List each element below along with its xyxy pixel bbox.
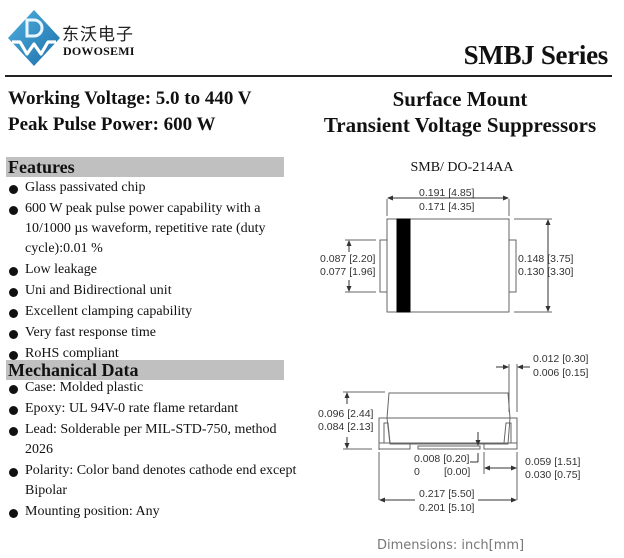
tab-width-max: 0.087 [2.20] — [320, 253, 376, 265]
header-divider — [5, 75, 612, 77]
lead-length-max: 0.059 [1.51] — [525, 456, 581, 468]
top-length-max: 0.191 [4.85] — [419, 187, 475, 199]
list-item: Lead: Solderable per MIL-STD-750, method… — [8, 420, 298, 460]
bullet-icon — [9, 309, 18, 318]
dw-logo-icon — [8, 10, 60, 66]
bullet-icon — [9, 185, 18, 194]
bullet-icon — [9, 267, 18, 276]
bullet-icon — [9, 330, 18, 339]
overall-length-min: 0.201 [5.10] — [419, 502, 475, 514]
bullet-icon — [9, 206, 18, 215]
mechanical-heading-bar: Mechanical Data — [6, 360, 284, 380]
list-item: Polarity: Color band denotes cathode end… — [8, 461, 298, 501]
product-title-line2: Transient Voltage Suppressors — [323, 113, 597, 137]
bullet-icon — [9, 288, 18, 297]
mechanical-heading: Mechanical Data — [8, 360, 139, 380]
height-min: 0.084 [2.13] — [318, 421, 374, 433]
dimensions-units-note: Dimensions: inch[mm] — [377, 538, 524, 553]
working-voltage: Working Voltage: 5.0 to 440 V — [8, 88, 252, 109]
logo-english-name: DOWOSEMI — [63, 44, 135, 58]
logo-chinese-name: 东沃电子 — [62, 25, 134, 45]
bullet-icon — [9, 468, 18, 477]
list-item: Mounting position: Any — [8, 502, 298, 522]
package-name: SMB/ DO-214AA — [410, 160, 514, 175]
features-heading: Features — [8, 157, 75, 177]
list-item: Very fast response time — [8, 323, 298, 343]
lead-thickness-min: 0.006 [0.15] — [533, 367, 589, 379]
body-width-max: 0.148 [3.75] — [518, 253, 574, 265]
features-heading-bar: Features — [6, 157, 284, 177]
body-width-min: 0.130 [3.30] — [518, 266, 574, 278]
standoff-min-inch: 0 — [414, 466, 420, 478]
lead-length-min: 0.030 [0.75] — [525, 469, 581, 481]
bullet-icon — [9, 509, 18, 518]
list-item: RoHS compliant — [8, 344, 298, 364]
product-title-line1: Surface Mount — [392, 87, 528, 111]
lead-thickness-max: 0.012 [0.30] — [533, 353, 589, 365]
list-item: Case: Molded plastic — [8, 378, 298, 398]
features-list: Glass passivated chip 600 W peak pulse p… — [8, 178, 298, 365]
tab-width-min: 0.077 [1.96] — [320, 266, 376, 278]
peak-pulse-power: Peak Pulse Power: 600 W — [8, 114, 216, 135]
list-item: Epoxy: UL 94V-0 rate flame retardant — [8, 399, 298, 419]
company-logo — [6, 8, 62, 68]
list-item: Uni and Bidirectional unit — [8, 281, 298, 301]
bullet-icon — [9, 427, 18, 436]
list-item: Low leakage — [8, 260, 298, 280]
bullet-icon — [9, 385, 18, 394]
list-item: Glass passivated chip — [8, 178, 298, 198]
bullet-icon — [9, 406, 18, 415]
series-title: SMBJ Series — [463, 40, 609, 70]
top-length-min: 0.171 [4.35] — [419, 201, 475, 213]
list-item: 600 W peak pulse power capability with a… — [8, 199, 298, 259]
list-item: Excellent clamping capability — [8, 302, 298, 322]
bullet-icon — [9, 351, 18, 360]
height-max: 0.096 [2.44] — [318, 408, 374, 420]
standoff-min-mm: [0.00] — [444, 466, 470, 478]
mechanical-list: Case: Molded plastic Epoxy: UL 94V-0 rat… — [8, 378, 298, 523]
standoff-max: 0.008 [0.20] — [414, 453, 470, 465]
overall-length-max: 0.217 [5.50] — [419, 488, 475, 500]
